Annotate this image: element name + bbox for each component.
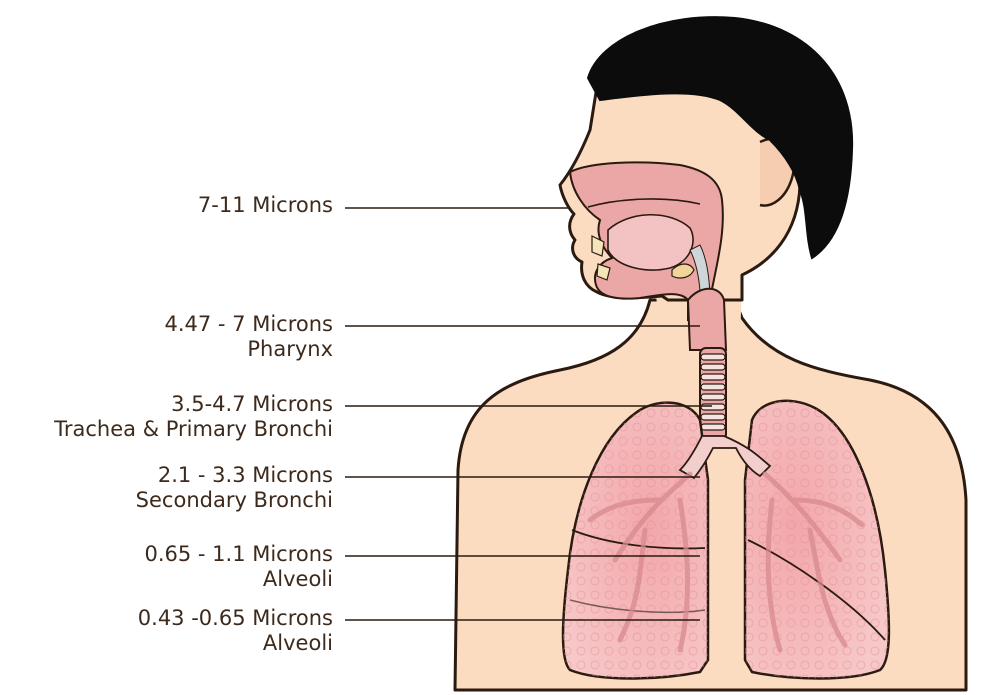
label-secondary-bronchi: 2.1 - 3.3 Microns Secondary Bronchi bbox=[136, 463, 333, 513]
label-size: 7-11 Microns bbox=[198, 193, 333, 218]
label-region: Trachea & Primary Bronchi bbox=[54, 417, 333, 442]
label-trachea: 3.5-4.7 Microns Trachea & Primary Bronch… bbox=[54, 392, 333, 442]
label-nasal-cavity: 7-11 Microns bbox=[198, 193, 333, 218]
label-region: Alveoli bbox=[144, 567, 333, 592]
label-region: Pharynx bbox=[165, 337, 334, 362]
label-pharynx: 4.47 - 7 Microns Pharynx bbox=[165, 312, 334, 362]
label-size: 4.47 - 7 Microns bbox=[165, 312, 334, 337]
label-size: 3.5-4.7 Microns bbox=[54, 392, 333, 417]
trachea bbox=[700, 348, 726, 440]
label-region: Alveoli bbox=[138, 631, 333, 656]
tongue bbox=[608, 215, 693, 270]
pharynx bbox=[688, 289, 726, 350]
label-size: 0.43 -0.65 Microns bbox=[138, 606, 333, 631]
label-size: 2.1 - 3.3 Microns bbox=[136, 463, 333, 488]
label-alveoli-lower: 0.43 -0.65 Microns Alveoli bbox=[138, 606, 333, 656]
label-alveoli-upper: 0.65 - 1.1 Microns Alveoli bbox=[144, 542, 333, 592]
label-region: Secondary Bronchi bbox=[136, 488, 333, 513]
label-size: 0.65 - 1.1 Microns bbox=[144, 542, 333, 567]
